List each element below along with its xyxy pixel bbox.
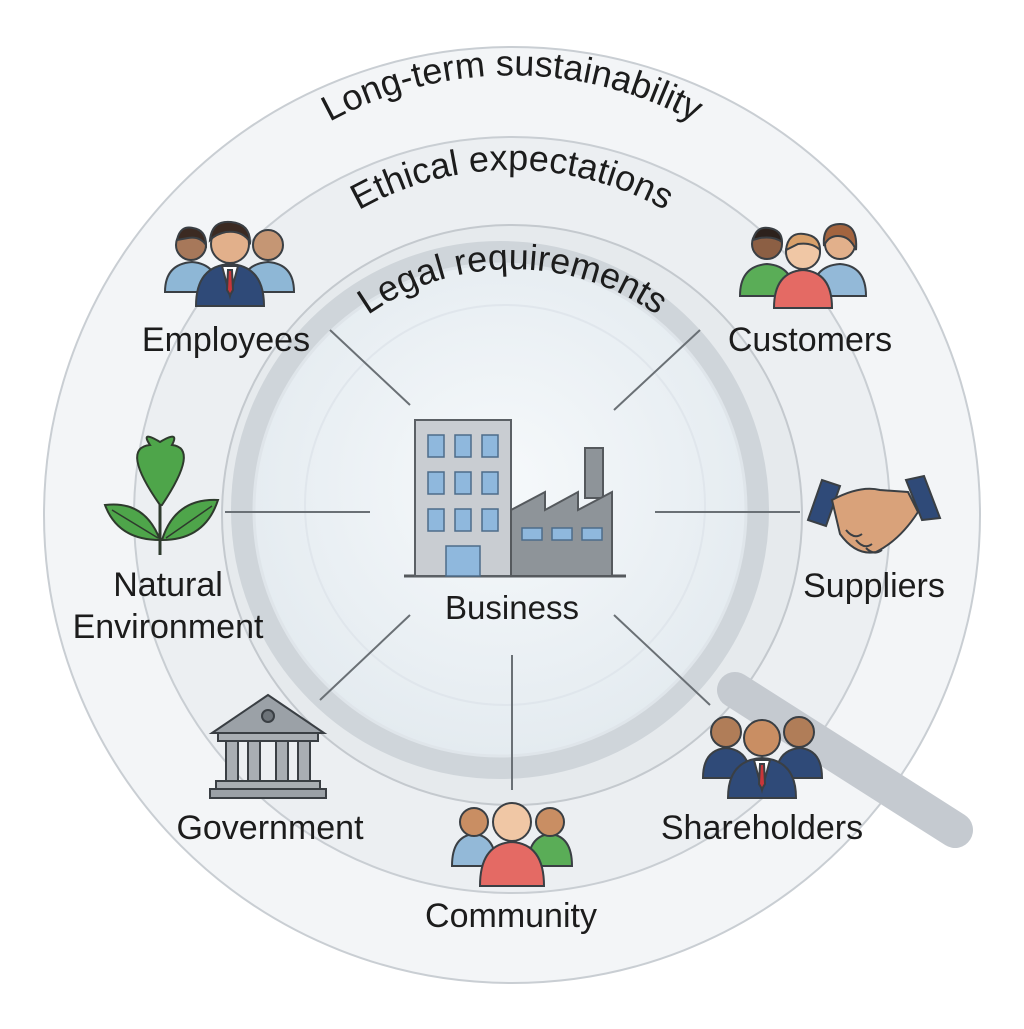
handshake-icon bbox=[806, 474, 942, 554]
label-business: Business bbox=[445, 589, 579, 626]
label-customers: Customers bbox=[727, 321, 893, 359]
plant-icon bbox=[103, 435, 220, 555]
label-shareholders: Shareholders bbox=[660, 809, 864, 847]
label-community: Community bbox=[425, 897, 597, 935]
connector-lines bbox=[225, 329, 800, 790]
government-building-icon bbox=[208, 693, 328, 799]
connector-shareholders bbox=[613, 614, 711, 706]
label-employees: Employees bbox=[141, 321, 311, 359]
employees-group-icon bbox=[163, 220, 296, 307]
label-government: Government bbox=[176, 809, 364, 847]
magnifier-rim bbox=[231, 241, 769, 779]
label-environment-line2: Environment bbox=[72, 608, 264, 646]
community-group-icon bbox=[450, 802, 574, 887]
label-suppliers: Suppliers bbox=[803, 567, 945, 605]
connector-customers bbox=[613, 329, 701, 411]
shareholders-group-icon bbox=[701, 716, 824, 799]
connector-employees bbox=[329, 329, 411, 406]
magnifier-handle bbox=[717, 672, 973, 848]
customers-group-icon bbox=[738, 222, 868, 309]
label-environment-line1: Natural bbox=[113, 566, 223, 604]
connector-government bbox=[319, 614, 411, 701]
building-factory-icon bbox=[404, 419, 626, 578]
